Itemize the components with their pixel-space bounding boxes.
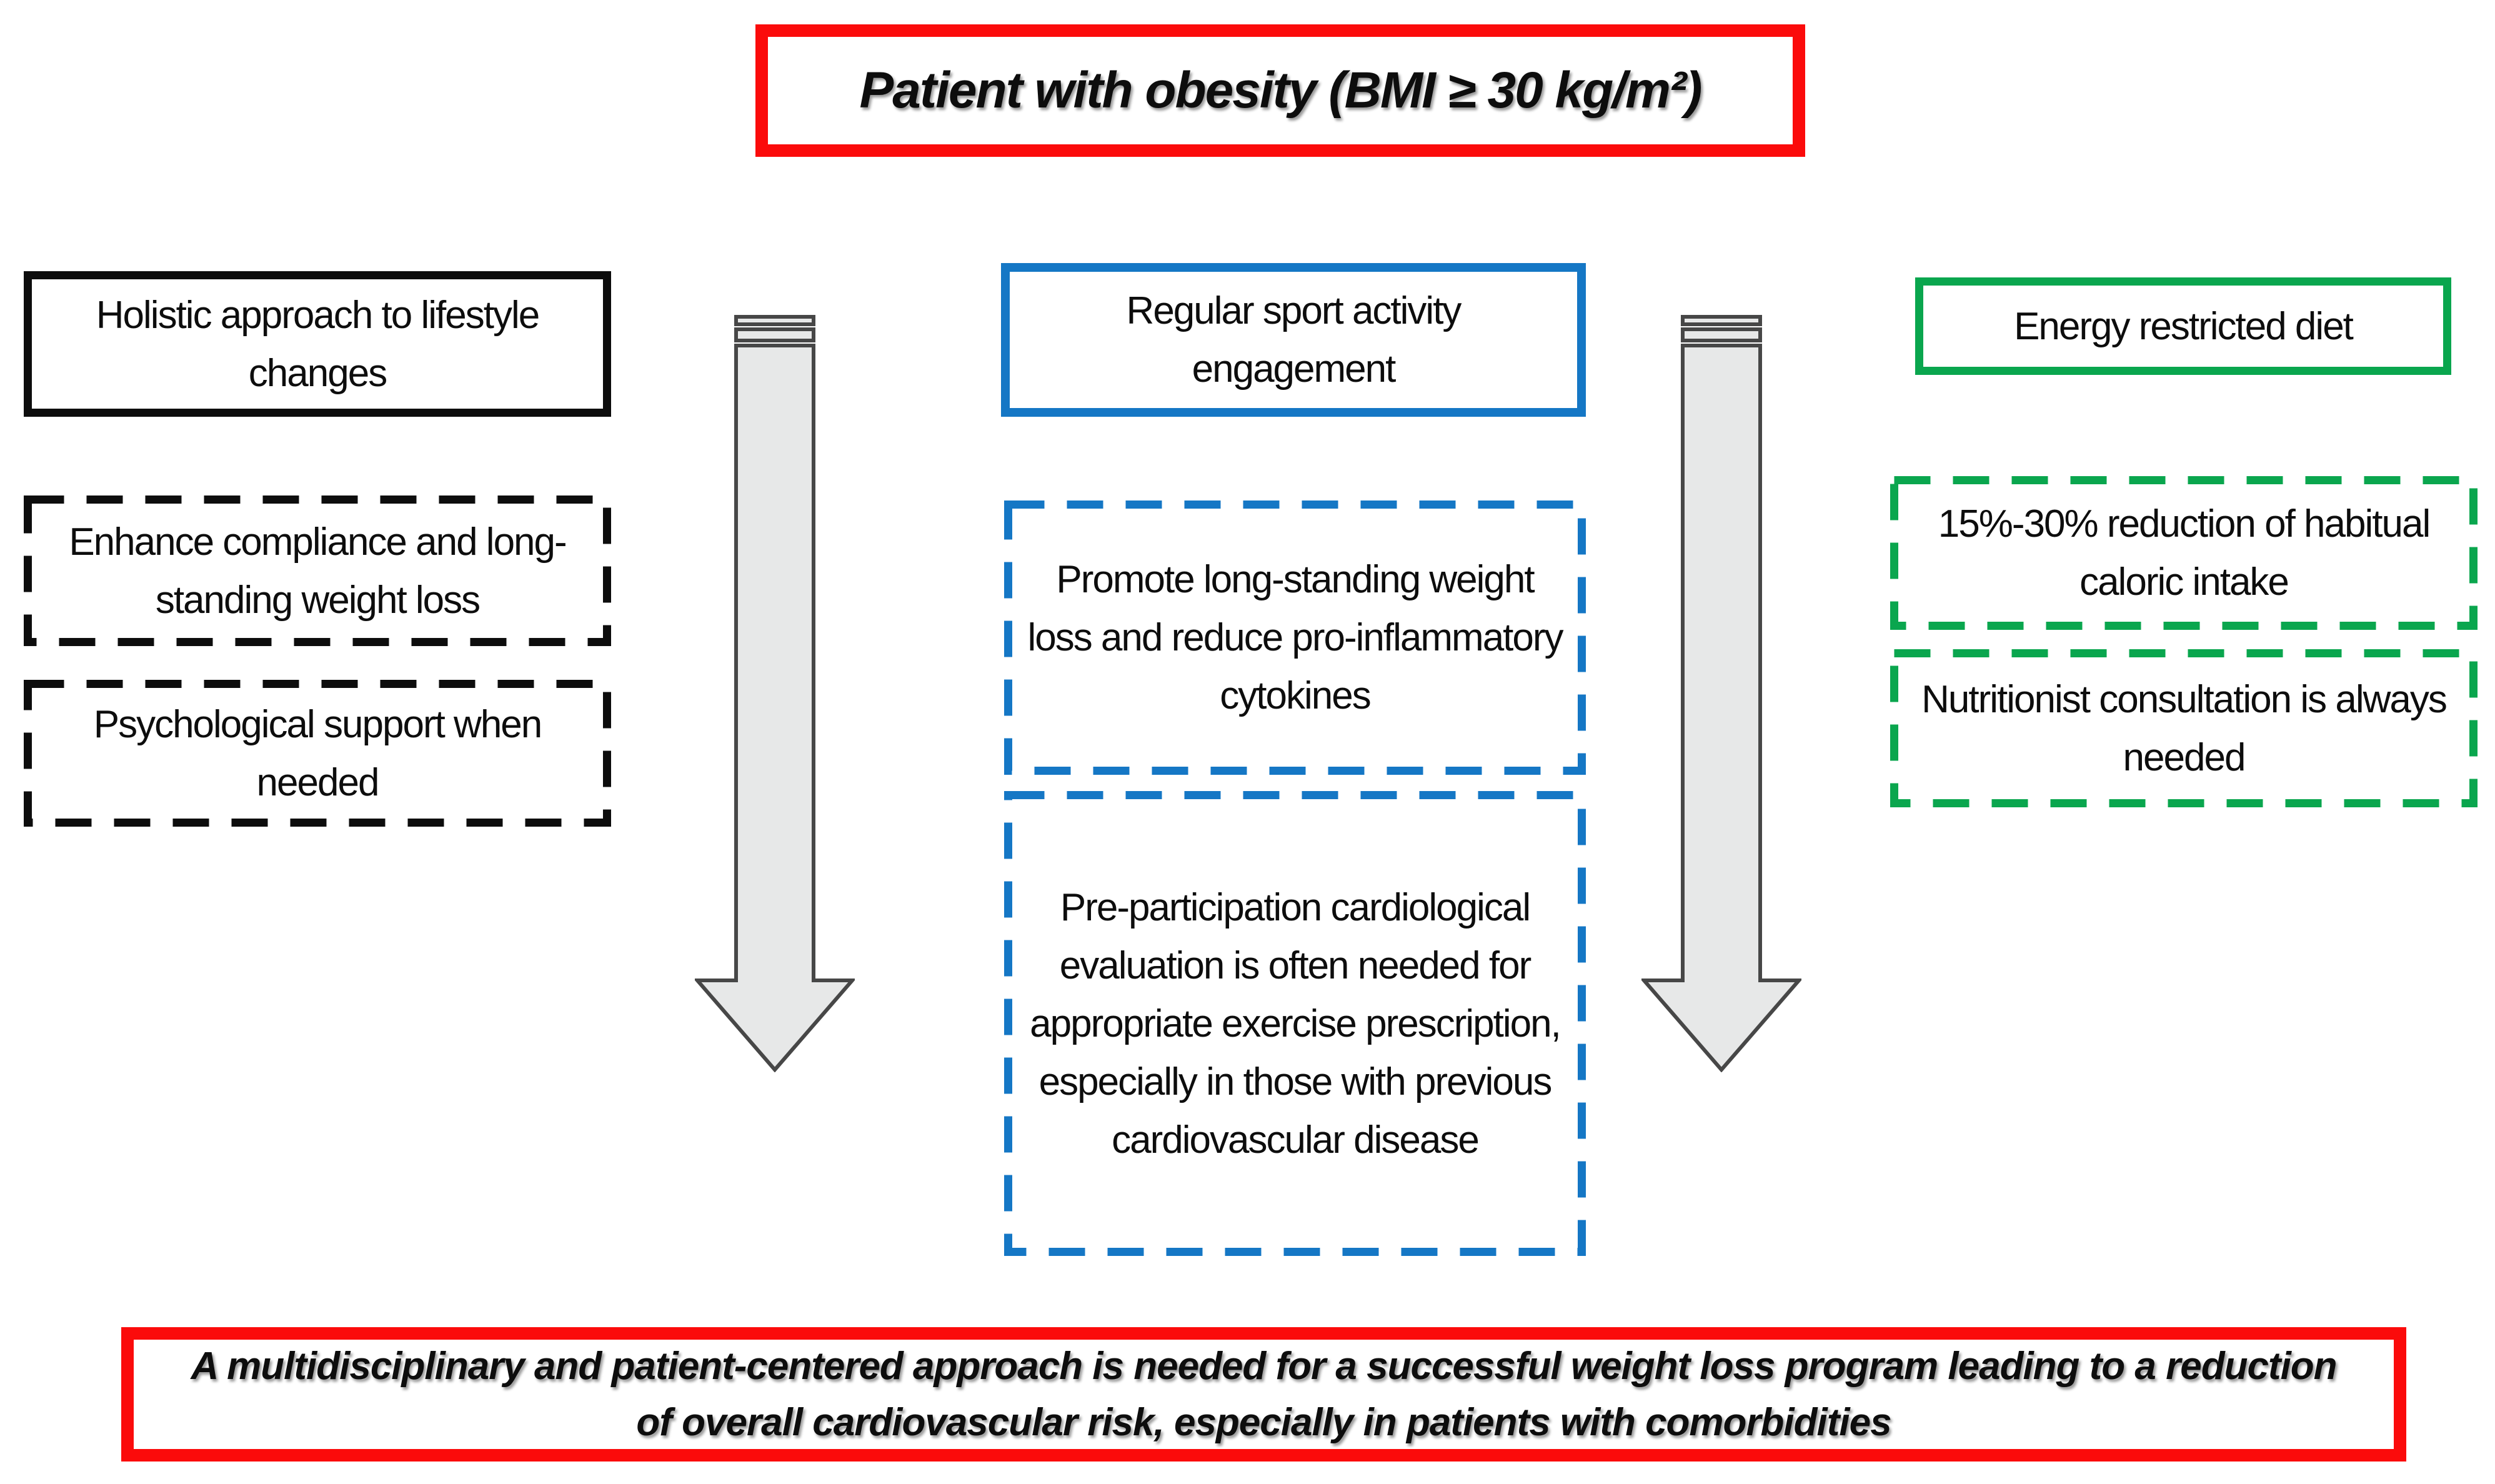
- note-box-diet-caloric-reduction: 15%-30% reduction of habitual caloric in…: [1890, 476, 2478, 630]
- striped-down-arrow-right: [1640, 314, 1803, 1073]
- header-sport-label: Regular sport activity engagement: [1126, 289, 1462, 391]
- down-arrow-icon: [1640, 315, 1803, 1073]
- note-lifestyle-compliance-text: Enhance compliance and long-standing wei…: [69, 520, 567, 622]
- header-lifestyle-label: Holistic approach to lifestyle changes: [96, 293, 540, 395]
- header-box-sport: Regular sport activity engagement: [1001, 263, 1586, 417]
- note-box-lifestyle-compliance: Enhance compliance and long-standing wei…: [24, 495, 611, 646]
- down-arrow-icon: [693, 315, 857, 1073]
- header-box-diet: Energy restricted diet: [1915, 277, 2451, 375]
- striped-down-arrow-left: [693, 314, 857, 1073]
- note-sport-benefits-text: Promote long-standing weight loss and re…: [1027, 558, 1563, 717]
- patient-obesity-title: Patient with obesity (BMI ≥ 30 kg/m²): [859, 62, 1703, 119]
- conclusion-text: A multidisciplinary and patient-centered…: [191, 1344, 2337, 1444]
- note-diet-caloric-reduction-text: 15%-30% reduction of habitual caloric in…: [1938, 502, 2431, 604]
- patient-obesity-title-box: Patient with obesity (BMI ≥ 30 kg/m²): [755, 24, 1805, 157]
- note-box-lifestyle-psych-support: Psychological support when needed: [24, 680, 611, 827]
- conclusion-box: A multidisciplinary and patient-centered…: [121, 1327, 2406, 1462]
- header-diet-label: Energy restricted diet: [2014, 304, 2354, 348]
- note-box-diet-nutritionist: Nutritionist consultation is always need…: [1890, 649, 2478, 807]
- note-diet-nutritionist-text: Nutritionist consultation is always need…: [1921, 677, 2448, 779]
- note-lifestyle-psych-support-text: Psychological support when needed: [93, 702, 543, 804]
- note-box-sport-benefits: Promote long-standing weight loss and re…: [1004, 500, 1586, 775]
- note-box-sport-cardio-evaluation: Pre-participation cardiological evaluati…: [1004, 791, 1586, 1256]
- header-box-lifestyle: Holistic approach to lifestyle changes: [24, 271, 611, 417]
- note-sport-cardio-evaluation-text: Pre-participation cardiological evaluati…: [1030, 885, 1561, 1162]
